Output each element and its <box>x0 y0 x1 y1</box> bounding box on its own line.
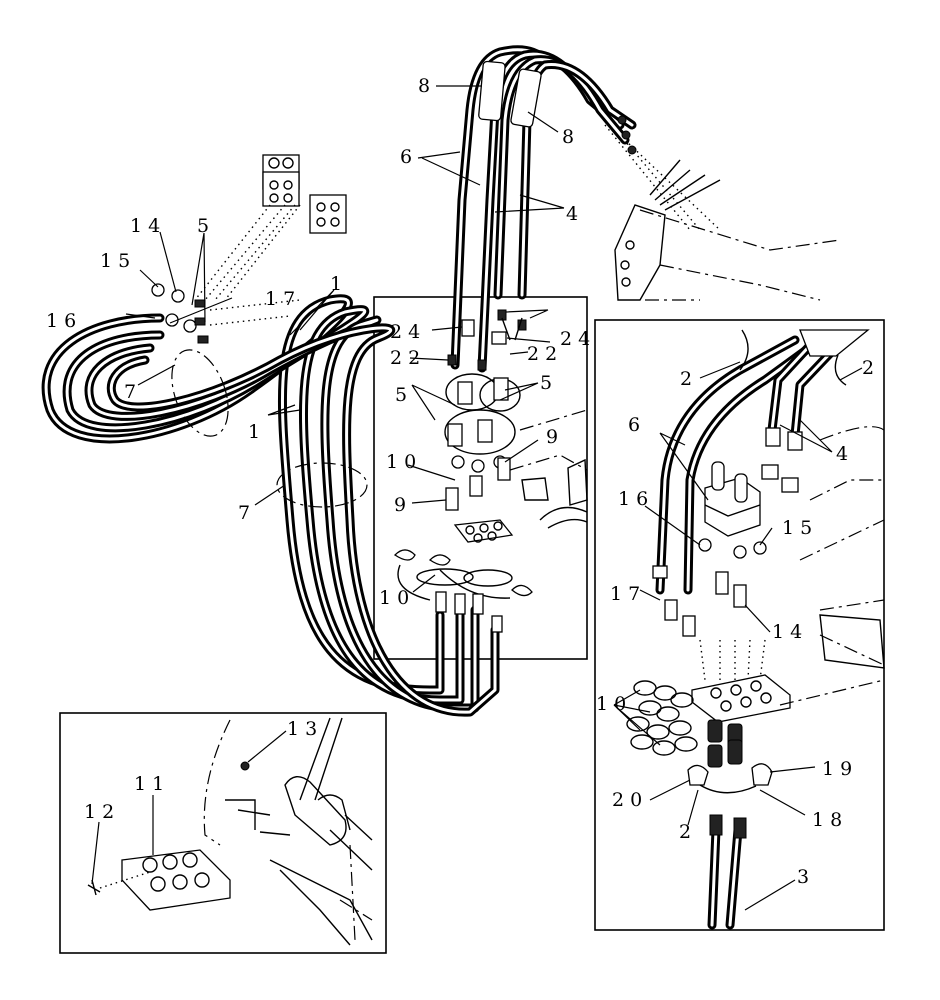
callout-c5a: 5 <box>197 215 215 237</box>
callout-c2b: 2 <box>862 357 880 379</box>
upper-hoses-6-4-8 <box>450 45 637 373</box>
callout-c18: 18 <box>812 809 848 831</box>
callout-c17a: 17 <box>265 288 301 310</box>
callout-c7a: 7 <box>124 381 142 403</box>
callout-c2a: 2 <box>680 368 698 390</box>
callout-c22a: 22 <box>390 347 426 369</box>
callout-c2c: 2 <box>679 821 697 843</box>
loop-hoses-1 <box>41 294 500 717</box>
callout-c4a: 4 <box>566 203 584 225</box>
callout-c10a: 10 <box>386 451 422 473</box>
callout-c5b: 5 <box>395 384 413 406</box>
callout-c16a: 16 <box>46 310 82 332</box>
right-coupler-assembly <box>626 329 885 930</box>
tractor-frame-outline <box>604 124 841 301</box>
callout-c10c: 10 <box>596 693 632 715</box>
callout-c8b: 8 <box>562 126 580 148</box>
callout-c24a: 24 <box>390 321 426 343</box>
center-detail-frame <box>373 296 588 660</box>
callout-c9a: 9 <box>546 426 564 448</box>
callout-c16b: 16 <box>618 488 654 510</box>
callout-c6a: 6 <box>400 146 418 168</box>
callout-c14b: 14 <box>772 621 808 643</box>
callout-c7b: 7 <box>238 502 256 524</box>
callout-c3: 3 <box>797 866 815 888</box>
cable-tie-7-upper <box>171 349 229 437</box>
callout-c15a: 15 <box>100 250 136 272</box>
callout-c22b: 22 <box>527 343 563 365</box>
callout-c15b: 15 <box>782 517 818 539</box>
callout-c9b: 9 <box>394 494 412 516</box>
callout-c19: 19 <box>822 758 858 780</box>
center-coupler-assembly <box>393 309 588 633</box>
lower-left-detail-frame <box>59 712 387 954</box>
callout-c8a: 8 <box>418 75 436 97</box>
callout-c12: 12 <box>84 801 120 823</box>
callout-c11: 11 <box>134 773 170 795</box>
callout-c14a: 14 <box>130 215 166 237</box>
lower-left-bracket-detail <box>87 717 373 946</box>
callout-c24b: 24 <box>560 328 596 350</box>
left-fittings-and-valve-blocks <box>151 154 347 344</box>
callout-c20: 20 <box>612 789 648 811</box>
callout-c1a: 1 <box>330 273 348 295</box>
callout-c13: 13 <box>287 718 323 740</box>
callout-c1b: 1 <box>248 421 266 443</box>
leader-lines <box>91 85 863 911</box>
callout-c10b: 10 <box>379 587 415 609</box>
cable-tie-7-lower <box>276 462 368 508</box>
callout-c17b: 17 <box>610 583 646 605</box>
callout-c6b: 6 <box>628 414 646 436</box>
right-detail-frame <box>594 319 885 931</box>
callout-c4b: 4 <box>836 443 854 465</box>
callout-c5c: 5 <box>540 372 558 394</box>
